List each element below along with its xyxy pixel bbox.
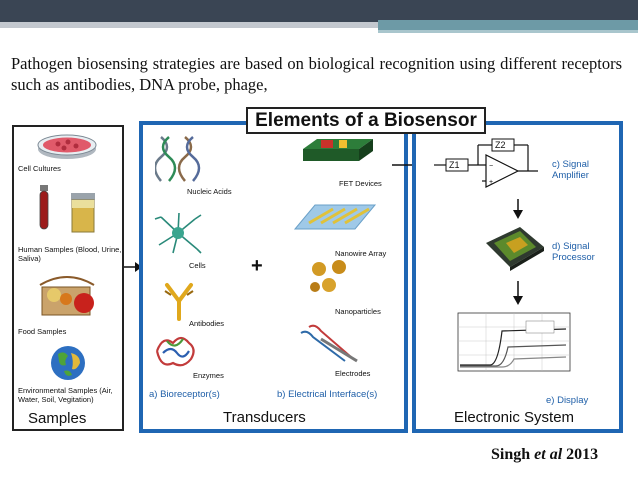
display-caption: e) Display [546, 395, 589, 406]
sample-label-environmental: Environmental Samples (Air, Water, Soil,… [18, 386, 113, 404]
header-bar-pale [378, 30, 638, 33]
arrow-down-1-icon [513, 199, 523, 219]
amplifier-circuit-icon: − + [434, 138, 538, 188]
sample-label-cell-cultures: Cell Cultures [18, 164, 61, 173]
header-bar-teal [378, 20, 638, 30]
nanowire-array-icon [293, 204, 377, 230]
biosensor-figure: Cell Cultures Human Samples (Blood, Urin… [10, 107, 628, 435]
citation-etal: et al [534, 446, 563, 463]
display-plot-icon [457, 312, 571, 372]
enzyme-icon [155, 336, 195, 367]
urine-jar-icon [71, 193, 95, 233]
petri-dish-icon [37, 134, 97, 159]
bioreceptor-label-nucleic-acids: Nucleic Acids [187, 187, 232, 196]
processor-chip-icon [486, 227, 544, 271]
food-basket-icon [39, 276, 95, 316]
processor-caption: d) Signal Processor [552, 241, 595, 263]
z1-label: Z1 [449, 160, 460, 170]
bioreceptor-label-enzymes: Enzymes [193, 371, 224, 380]
electrodes-icon [300, 324, 358, 363]
svg-text:−: − [489, 163, 493, 170]
figure-title: Elements of a Biosensor [246, 107, 486, 134]
interfaces-caption: b) Electrical Interface(s) [277, 389, 378, 400]
arrow-to-transducers-icon [124, 262, 142, 272]
sample-label-food: Food Samples [18, 327, 67, 336]
neuron-cell-icon [154, 212, 202, 254]
bioreceptors-caption: a) Bioreceptor(s) [149, 389, 220, 400]
arrow-down-2-icon [513, 281, 523, 305]
interface-label-electrodes: Electrodes [335, 369, 371, 378]
globe-icon [51, 346, 85, 380]
antibody-icon [164, 283, 194, 321]
z2-label: Z2 [495, 140, 506, 150]
interface-label-nanowire: Nanowire Array [335, 249, 387, 258]
samples-heading: Samples [28, 410, 87, 427]
header-bar-gray [0, 22, 378, 28]
samples-panel: Cell Cultures Human Samples (Blood, Urin… [12, 125, 124, 431]
plus-sign: + [251, 255, 263, 277]
sample-label-human: Human Samples (Blood, Urine, Saliva) [18, 245, 122, 263]
citation: Singh et al 2013 [491, 446, 598, 464]
electronic-system-panel: − + Z1 Z2 c) Signal Amplifier d) Signal … [412, 121, 623, 433]
header-bar-dark [0, 0, 638, 22]
intro-paragraph: Pathogen biosensing strategies are based… [11, 54, 622, 94]
citation-year: 2013 [566, 446, 599, 463]
bioreceptor-label-antibodies: Antibodies [189, 319, 225, 328]
interface-label-fet: FET Devices [339, 179, 382, 188]
interface-label-nanoparticles: Nanoparticles [335, 307, 381, 316]
nucleic-acid-icon [155, 136, 201, 182]
amplifier-caption: c) Signal Amplifier [552, 159, 589, 181]
fet-device-icon [303, 139, 373, 161]
electronic-system-heading: Electronic System [454, 409, 575, 426]
nanoparticles-icon [310, 260, 346, 292]
transducers-panel: Nucleic Acids Cells Antibodies En [139, 121, 408, 433]
transducers-heading: Transducers [223, 409, 306, 426]
bioreceptor-label-cells: Cells [189, 261, 206, 270]
citation-author: Singh [491, 446, 531, 463]
svg-text:+: + [489, 179, 493, 186]
blood-tube-icon [39, 185, 49, 230]
